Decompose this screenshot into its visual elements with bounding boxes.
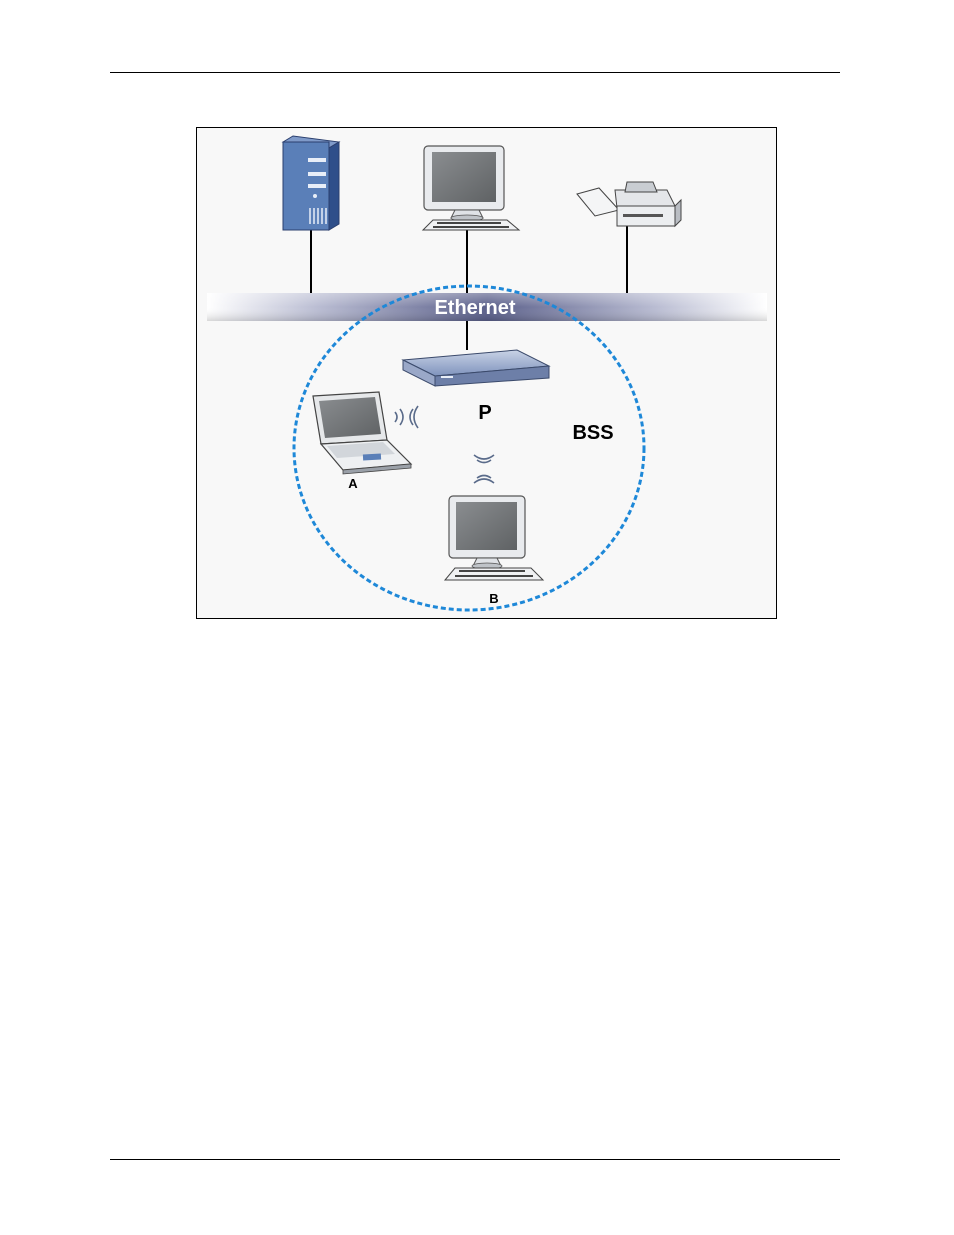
printer-icon — [577, 182, 681, 226]
access-point-icon — [403, 350, 549, 386]
bss-label: BSS — [572, 422, 613, 444]
server-icon — [283, 136, 339, 230]
laptop-icon — [313, 392, 411, 474]
laptop-wireless-signal-icon — [395, 406, 418, 428]
wired-links — [311, 226, 627, 350]
access-point-label: P — [478, 402, 491, 424]
header-rule — [110, 72, 840, 73]
station-b-label: B — [489, 591, 498, 606]
station-a-label: A — [348, 476, 358, 491]
ethernet-backbone: Ethernet — [207, 293, 767, 321]
network-diagram-figure: Ethernet — [196, 127, 777, 619]
ethernet-label: Ethernet — [434, 297, 515, 319]
diagram-canvas: Ethernet — [197, 128, 776, 618]
footer-rule — [110, 1159, 840, 1160]
desktop-computer-icon — [423, 146, 519, 230]
station-b-wireless-signal-icon — [474, 455, 494, 483]
wireless-desktop-icon — [445, 496, 543, 580]
